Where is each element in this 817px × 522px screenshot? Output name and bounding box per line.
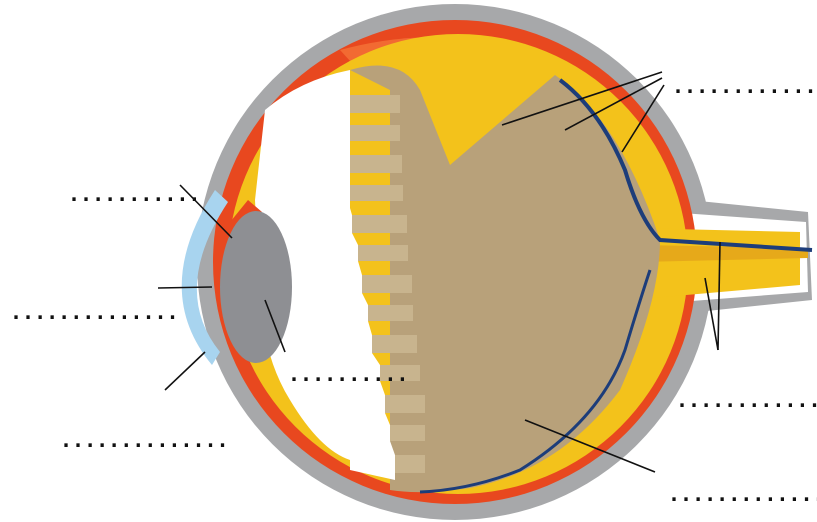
leader-line-bottom-left <box>165 352 205 390</box>
label-blank-mid-right: ............... <box>676 390 817 410</box>
leader-line-mid-left <box>158 287 212 288</box>
label-blank-mid-left: .............. <box>10 302 179 322</box>
label-blank-top-right: ............... <box>672 76 817 96</box>
label-blank-top-left: ........... <box>68 184 200 204</box>
label-blank-center: .......... <box>288 364 408 384</box>
label-blank-bottom-left: .............. <box>60 430 229 450</box>
label-blank-bottom-right: .............. <box>668 484 817 504</box>
